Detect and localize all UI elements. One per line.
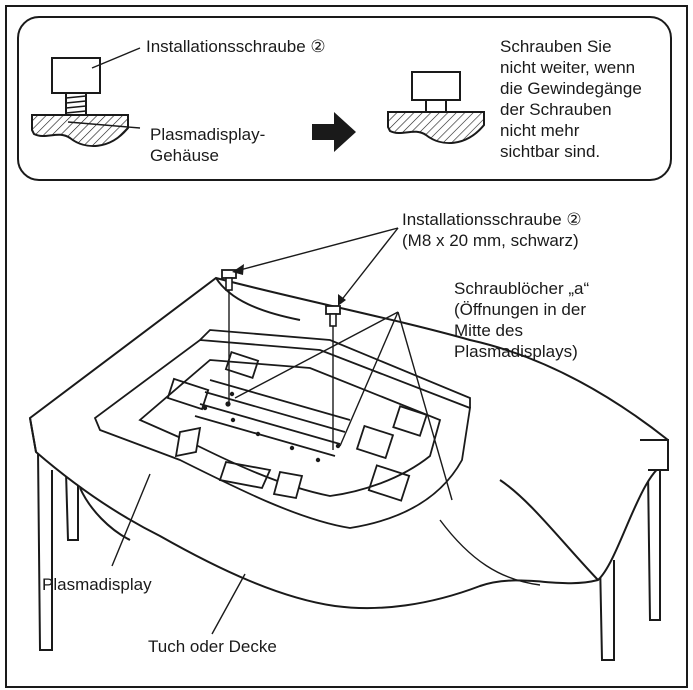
- screw-fully-inserted-figure: [387, 71, 485, 145]
- table-leg: [599, 559, 615, 661]
- screw-shank-shape: [425, 99, 447, 113]
- table-leg: [65, 471, 79, 541]
- housing-leader-line: [67, 121, 141, 129]
- mount-bracket: [174, 426, 202, 458]
- screw-holes-label: Schraublöcher „a“ (Öffnungen in der Mitt…: [454, 279, 590, 361]
- screw-leader-line: [91, 47, 141, 69]
- inset-screw-label: Installationsschraube ②: [146, 37, 326, 56]
- leader-lines: [111, 227, 453, 635]
- cloth-label: Tuch oder Decke: [148, 637, 277, 656]
- table-leg: [647, 469, 661, 621]
- screw-head-shape: [411, 71, 461, 101]
- installation-screw-left: [221, 269, 237, 405]
- main-screw-label: Installationsschraube ② (M8 x 20 mm, sch…: [402, 210, 582, 250]
- housing-section-shape: [31, 114, 129, 148]
- outer-frame: [5, 5, 688, 688]
- display-label: Plasmadisplay: [42, 575, 152, 594]
- screw-head-shape: [51, 57, 101, 94]
- inset-instruction-text: Schrauben Sie nicht weiter, wenn die Gew…: [500, 37, 642, 161]
- display-outline: [93, 339, 471, 529]
- housing-section-shape: [387, 111, 485, 145]
- mount-bracket: [272, 470, 304, 500]
- leader-arrowheads: [232, 264, 346, 306]
- screw-threads-visible-figure: [31, 47, 141, 148]
- table-leg: [37, 449, 53, 651]
- arrow-right-icon: [312, 112, 356, 152]
- plasma-display-panel: [93, 329, 471, 529]
- detail-inset-box: [17, 16, 672, 181]
- screw-thread-lines: [65, 95, 87, 114]
- inset-housing-label: Plasmadisplay- Gehäuse: [150, 125, 266, 165]
